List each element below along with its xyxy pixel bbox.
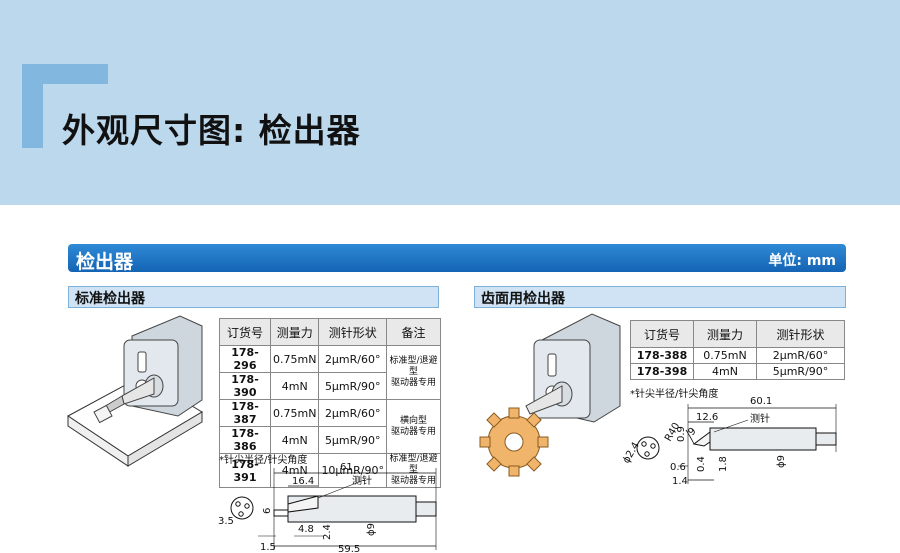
col-remarks: 备注 <box>386 318 441 346</box>
col-force: 测量力 <box>269 318 320 346</box>
section-header: 检出器 单位: mm <box>68 244 846 273</box>
col-shape: 测针形状 <box>756 320 845 348</box>
subheader-standard-title: 标准检出器 <box>75 291 145 307</box>
dim-0-6: 0.6 <box>670 462 686 473</box>
order-code: 178-386 <box>219 426 271 454</box>
gear-detector-drawing: 60.1 12.6 测针 R40 0.9 9 ϕ2.4 0.6 0.4 1.8 … <box>621 396 837 487</box>
dim-0-9: 0.9 <box>676 426 687 442</box>
header-banner <box>0 0 900 205</box>
order-code: 178-387 <box>219 399 271 427</box>
corner-decoration-vertical <box>22 64 43 148</box>
measuring-force: 0.75mN <box>269 399 320 427</box>
table-footnote: *针尖半径/针尖角度 <box>219 455 308 466</box>
order-code: 178-388 <box>630 347 694 364</box>
table-row: 178-391 4mN 10μmR/90° 标准型/退避型 驱动器专用 <box>219 453 441 488</box>
measuring-force: 4mN <box>693 363 757 380</box>
subheader-gear-title: 齿面用检出器 <box>481 291 565 307</box>
col-order-no: 订货号 <box>630 320 694 348</box>
table-row: 178-386 4mN 5μmR/90° <box>219 426 441 454</box>
order-code: 178-398 <box>630 363 694 380</box>
col-shape: 测针形状 <box>318 318 387 346</box>
dim-3-5: 3.5 <box>218 516 234 527</box>
probe-shape: 5μmR/90° <box>756 363 845 380</box>
dim-probe-label: 测针 <box>352 474 372 487</box>
col-force: 测量力 <box>693 320 757 348</box>
remark: 横向型 驱动器专用 <box>386 399 441 454</box>
order-code: 178-296 <box>219 345 271 373</box>
dim-59-5: 59.5 <box>338 544 360 553</box>
unit-label: 单位: mm <box>768 253 836 269</box>
dim-1-8: 1.8 <box>718 456 729 472</box>
dim-61: 61 <box>340 462 353 473</box>
measuring-force: 0.75mN <box>269 345 320 373</box>
dim-probe-label: 测针 <box>750 412 770 425</box>
measuring-force: 4mN <box>269 426 320 454</box>
gear-detector-illustration <box>479 313 621 477</box>
table-row: 178-388 0.75mN 2μmR/60° <box>630 347 845 364</box>
dim-12-6: 12.6 <box>696 412 718 423</box>
dim-1-5: 1.5 <box>260 542 276 553</box>
corner-decoration <box>22 64 108 84</box>
section-title: 检出器 <box>76 251 134 273</box>
dim-16-4: 16.4 <box>292 476 314 487</box>
dim-1-4: 1.4 <box>672 476 688 487</box>
standard-detector-table: 订货号 测量力 测针形状 备注 178-296 0.75mN 2μmR/60° … <box>219 318 441 488</box>
dim-4-8: 4.8 <box>298 524 314 535</box>
subheader-gear: 齿面用检出器 <box>474 286 846 308</box>
standard-detector-illustration <box>67 315 203 467</box>
subheader-standard: 标准检出器 <box>68 286 439 308</box>
table-row: 178-390 4mN 5μmR/90° <box>219 372 441 400</box>
dim-60-1: 60.1 <box>750 396 772 407</box>
remark: 标准型/退避型 驱动器专用 <box>386 453 441 488</box>
order-code: 178-390 <box>219 372 271 400</box>
probe-shape: 10μmR/90° <box>318 453 387 488</box>
probe-shape: 5μmR/90° <box>318 426 387 454</box>
probe-shape: 5μmR/90° <box>318 372 387 400</box>
gear-detector-table: 订货号 测量力 测针形状 178-388 0.75mN 2μmR/60° 178… <box>630 320 845 380</box>
dim-2-4: 2.4 <box>322 524 333 540</box>
dim-6: 6 <box>262 508 273 514</box>
probe-shape: 2μmR/60° <box>318 345 387 373</box>
measuring-force: 4mN <box>269 372 320 400</box>
table-row: 178-387 0.75mN 2μmR/60° 横向型 驱动器专用 <box>219 399 441 454</box>
page-title: 外观尺寸图: 检出器 <box>62 111 361 150</box>
col-order-no: 订货号 <box>219 318 271 346</box>
table-row: 178-398 4mN 5μmR/90° <box>630 363 845 380</box>
dim-0-4: 0.4 <box>696 456 707 472</box>
probe-shape: 2μmR/60° <box>756 347 845 364</box>
probe-shape: 2μmR/60° <box>318 399 387 427</box>
order-code: 178-391 <box>219 453 271 488</box>
table-footnote: *针尖半径/针尖角度 <box>630 389 719 400</box>
table-row: 178-296 0.75mN 2μmR/60° 标准型/退避型 驱动器专用 <box>219 345 441 400</box>
remark: 标准型/退避型 驱动器专用 <box>386 345 441 400</box>
table-header-row: 订货号 测量力 测针形状 备注 <box>219 318 441 346</box>
measuring-force: 0.75mN <box>693 347 757 364</box>
dim-phi9: ϕ9 <box>776 455 787 468</box>
standard-detector-drawing: 61 16.4 测针 6 3.5 4.8 2.4 ϕ9 1.5 59.5 <box>218 462 437 553</box>
table-header-row: 订货号 测量力 测针形状 <box>630 320 845 348</box>
measuring-force: 4mN <box>269 453 320 488</box>
dim-phi9: ϕ9 <box>366 523 377 536</box>
